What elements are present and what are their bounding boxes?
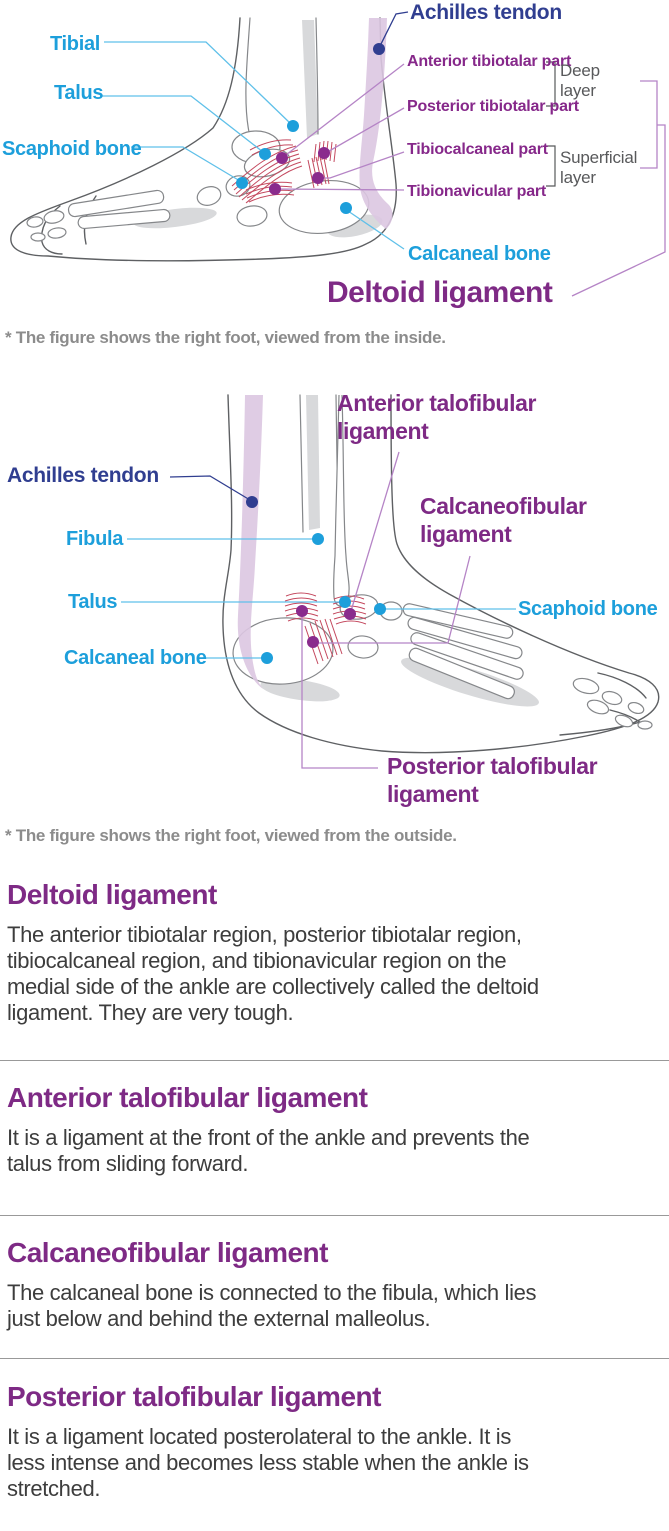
section-text-line: medial side of the ankle are collectivel… [7,974,539,999]
fig1-label-superficial-layer: Superficial layer [560,148,638,187]
section-text-line: ligament. They are very tough. [7,1000,294,1025]
pointer-line-achilles [378,11,409,49]
fig2-label-scaphoid-bone: Scaphoid bone [518,598,658,620]
bracket-superficial-layer [546,145,556,187]
dot-achilles-tendon [246,496,258,508]
marker-dots [246,496,386,664]
dot-anterior-tibiotalar [276,152,288,164]
section-heading: Anterior talofibular ligament [7,1082,368,1113]
section-text-line: It is a ligament at the front of the ank… [7,1125,530,1150]
dot-tibial [287,120,299,132]
pointer-line-tibionavicular [275,188,405,191]
fig2-label-calcaneal-bone: Calcaneal bone [64,647,207,669]
fig2-heading-anterior-talofibular: Anterior talofibular ligament [337,390,537,444]
pointer-line-anterior-talofibular [350,451,400,612]
section-text-line: stretched. [7,1476,101,1501]
dot-talus [339,596,351,608]
section-posterior-talofibular: Posterior talofibular ligament It is a l… [7,1380,529,1502]
dot-scaphoid [374,603,386,615]
fig2-label-fibula: Fibula [66,528,124,550]
fig2-note: * The figure shows the right foot, viewe… [5,826,457,845]
bracket-deep-layer [546,61,556,107]
dot-calcaneal [261,652,273,664]
fig1-label-posterior-tibiotalar-part: Posterior tibiotalar part [407,98,579,115]
dot-posterior-talofibular [296,605,308,617]
section-text-line: The calcaneal bone is connected to the f… [7,1280,537,1305]
section-text-line: less intense and becomes less stable whe… [7,1450,529,1475]
achilles-tendon-band [237,395,263,689]
fig1-label-anterior-tibiotalar-part: Anterior tibiotalar part [407,53,572,70]
pointer-lines [121,451,516,769]
pointer-line-anterior-tibiotalar [281,63,405,159]
section-heading: Calcaneofibular ligament [7,1237,328,1268]
leg-bones [299,394,350,607]
section-text-line: The anterior tibiotalar region, posterio… [7,922,522,947]
figure2-foot-illustration [121,394,660,769]
pointer-line-scaphoid [131,146,241,182]
dot-tibionavicular [269,183,281,195]
fig1-label-tibial: Tibial [50,33,101,55]
pointer-line-tibial [104,41,292,125]
fig1-label-talus: Talus [54,82,104,104]
pointer-line-talus [102,95,264,153]
dot-calcaneofibular [307,636,319,648]
marker-dots [236,43,385,214]
dot-tibiocalcaneal [312,172,324,184]
section-text-line: just below and behind the external malle… [7,1306,431,1331]
section-text-line: talus from sliding forward. [7,1151,249,1176]
foot-outline [222,394,660,754]
dot-talus [259,148,271,160]
section-divider [0,1358,669,1359]
pointer-line-posterior-tibiotalar [323,107,405,155]
section-heading: Posterior talofibular ligament [7,1381,381,1412]
fig2-heading-posterior-talofibular: Posterior talofibular ligament [387,753,598,807]
fig1-label-tibiocalcaneal-part: Tibiocalcaneal part [407,141,548,158]
dot-posterior-tibiotalar [318,147,330,159]
section-calcaneofibular: Calcaneofibular ligament The calcaneal b… [7,1236,537,1332]
pointer-line-calcaneofibular [318,555,471,644]
bracket-deltoid-ligament [571,80,666,297]
fig1-label-achilles-tendon: Achilles tendon [410,1,562,24]
pointer-lines [102,11,666,297]
section-text-line: tibiocalcaneal region, and tibionavicula… [7,948,507,973]
dot-fibula [312,533,324,545]
section-divider [0,1215,669,1216]
section-divider [0,1060,669,1061]
section-anterior-talofibular: Anterior talofibular ligament It is a li… [7,1081,530,1177]
dot-scaphoid [236,177,248,189]
fig1-note: * The figure shows the right foot, viewe… [5,328,446,347]
pointer-line-calcaneal [347,210,405,250]
pointer-line-posterior-talofibular [301,616,378,769]
fig1-label-scaphoid-bone: Scaphoid bone [2,138,142,160]
dot-achilles-tendon [373,43,385,55]
pointer-line-achilles [169,475,251,501]
section-text-line: It is a ligament located posterolateral … [7,1424,511,1449]
fig1-label-tibionavicular-part: Tibionavicular part [407,183,547,200]
section-deltoid-ligament: Deltoid ligament The anterior tibiotalar… [7,878,539,1026]
fig1-label-deep-layer: Deep layer [560,61,600,100]
figure1-foot-illustration [10,11,666,297]
foot-bones [232,594,653,730]
section-heading: Deltoid ligament [7,879,217,910]
fig2-label-achilles-tendon: Achilles tendon [7,464,159,487]
dot-anterior-talofibular [344,608,356,620]
fig2-label-talus: Talus [68,591,118,613]
fig2-heading-calcaneofibular: Calcaneofibular ligament [420,493,587,547]
dot-calcaneal [340,202,352,214]
fig1-heading-deltoid-ligament: Deltoid ligament [327,276,553,309]
fig1-label-calcaneal-bone: Calcaneal bone [408,243,551,265]
